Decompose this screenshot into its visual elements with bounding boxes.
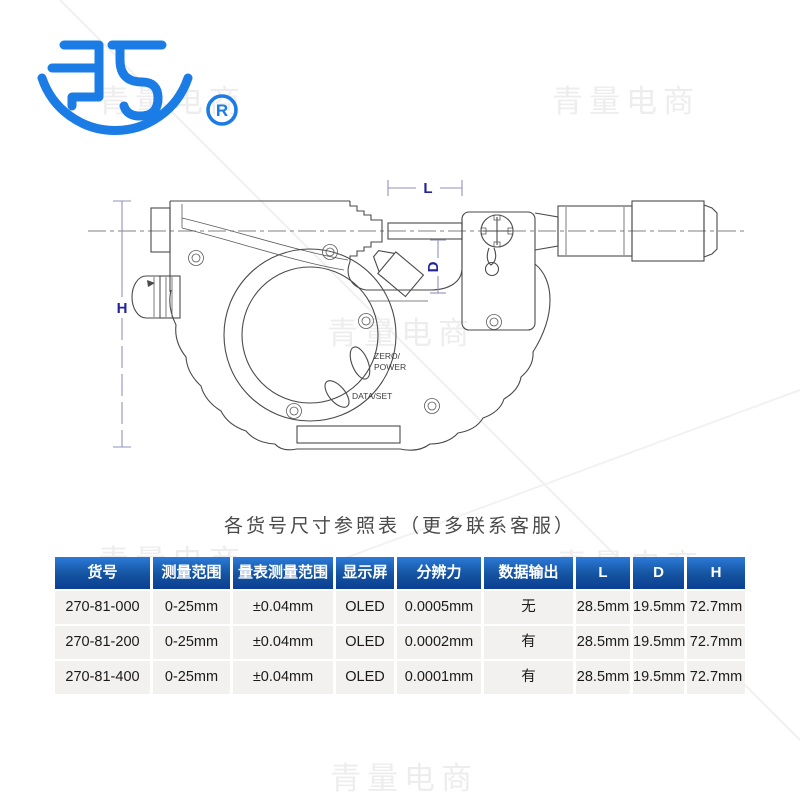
- table-cell: ±0.04mm: [233, 626, 333, 659]
- header-cell-data-output: 数据输出: [484, 557, 573, 589]
- table-cell: 19.5mm: [633, 591, 685, 624]
- section-title: 各货号尺寸参照表（更多联系客服）: [223, 516, 576, 537]
- header-cell-h: H: [687, 557, 745, 589]
- table-cell: 0.0005mm: [397, 591, 481, 624]
- table-cell: 270-81-200: [55, 626, 150, 659]
- screws: [188, 244, 502, 419]
- table-cell: 有: [484, 626, 573, 659]
- table-cell: 72.7mm: [687, 661, 745, 694]
- data-set-button: [324, 380, 350, 408]
- header-cell-item-no: 货号: [55, 557, 150, 589]
- dimension-label-l: L: [423, 180, 432, 197]
- table-cell: 0-25mm: [153, 626, 230, 659]
- insulated-grip-knob: [131, 275, 181, 319]
- header-cell-l: L: [576, 557, 630, 589]
- dimension-label-d: D: [425, 261, 442, 272]
- table-cell: 72.7mm: [687, 626, 745, 659]
- table-cell: OLED: [336, 626, 394, 659]
- lock-lever: [484, 247, 500, 277]
- anvil-block: [150, 207, 171, 253]
- table-cell: 0.0001mm: [397, 661, 481, 694]
- frame-scalloped-rim: [169, 263, 551, 451]
- lock-boss: [461, 211, 536, 331]
- table-cell: 72.7mm: [687, 591, 745, 624]
- zero-power-button-label: ZERO/: [374, 351, 401, 361]
- display-housing-circle: [241, 266, 379, 404]
- anvil-cone: [349, 201, 383, 262]
- table-cell: 28.5mm: [576, 626, 630, 659]
- table-cell: 28.5mm: [576, 661, 630, 694]
- measuring-tip-detail: [372, 250, 425, 298]
- header-cell-display: 显示屏: [336, 557, 394, 589]
- header-cell-resolution: 分辨力: [397, 557, 481, 589]
- micrometer-drawing: ZERO/ POWER DATA/SET: [88, 180, 748, 451]
- table-cell: 0-25mm: [153, 591, 230, 624]
- table-cell: 无: [484, 591, 573, 624]
- zero-power-button-label: POWER: [374, 362, 406, 372]
- dimension-l: L: [387, 180, 463, 197]
- registered-trademark-icon: R: [206, 94, 238, 126]
- zero-power-button: [349, 346, 371, 380]
- dimension-h: H: [113, 200, 131, 448]
- table-cell: 0-25mm: [153, 661, 230, 694]
- registered-letter: R: [216, 101, 228, 120]
- spindle-lock-knob: [480, 214, 514, 248]
- dimension-d: D: [425, 239, 446, 294]
- ratchet-cap: [703, 204, 718, 258]
- table-cell: ±0.04mm: [233, 661, 333, 694]
- spec-table: 货号 测量范围 量表测量范围 显示屏 分辨力 数据输出 L D H 270-81…: [55, 557, 745, 694]
- brand-logo-mark: R: [37, 40, 238, 135]
- dimension-label-h: H: [117, 300, 128, 317]
- table-cell: OLED: [336, 591, 394, 624]
- header-cell-range: 测量范围: [153, 557, 230, 589]
- table-cell: 270-81-000: [55, 591, 150, 624]
- sleeve-collar: [534, 212, 559, 251]
- watermark-text: 青量电商: [330, 761, 478, 796]
- header-cell-d: D: [633, 557, 684, 589]
- table-cell: 有: [484, 661, 573, 694]
- table-cell: 0.0002mm: [397, 626, 481, 659]
- watermark-text: 青量电商: [327, 316, 475, 351]
- table-cell: OLED: [336, 661, 394, 694]
- bottom-plate: [296, 425, 401, 444]
- watermark-text: 青量电商: [552, 84, 700, 119]
- table-cell: 19.5mm: [633, 661, 685, 694]
- table-cell: ±0.04mm: [233, 591, 333, 624]
- table-cell: 270-81-400: [55, 661, 150, 694]
- header-cell-gauge-range: 量表测量范围: [233, 557, 333, 589]
- data-set-button-label: DATA/SET: [352, 391, 392, 401]
- table-cell: 19.5mm: [633, 626, 685, 659]
- table-cell: 28.5mm: [576, 591, 630, 624]
